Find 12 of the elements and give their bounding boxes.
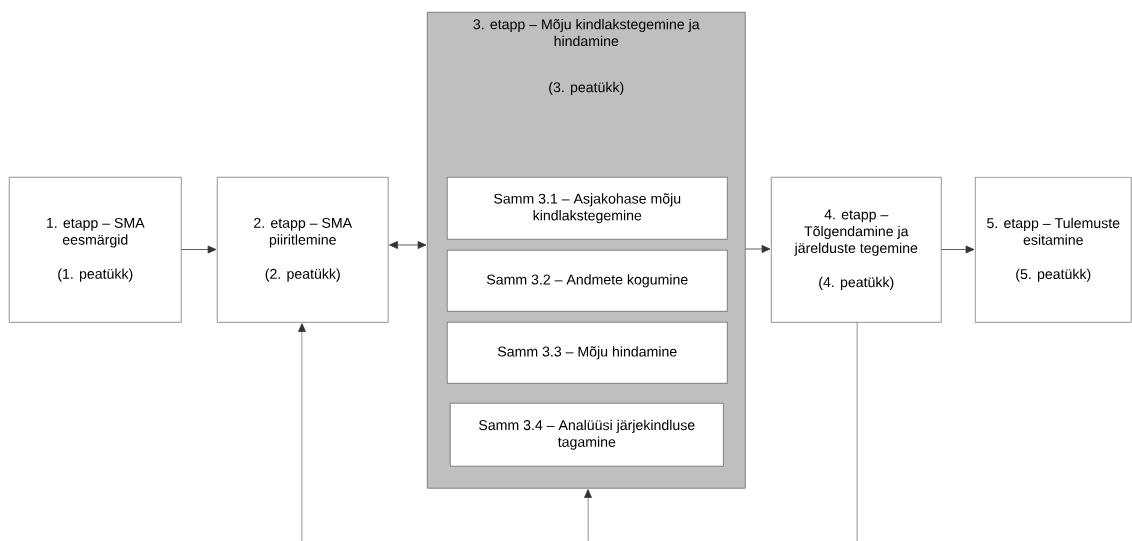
arrow: [389, 241, 427, 249]
arrow: [941, 245, 975, 254]
stage-box: 2. etapp – SMA piiritlemine (2. peatükk): [217, 177, 389, 323]
stage-box: 5. etapp – Tulemuste esitamine (5. peatükk): [975, 177, 1132, 323]
step-box: Samm 3.4 – Analüüsi järjekindluse tagamine: [450, 403, 724, 467]
step-box: Samm 3.3 – Mõju hindamine: [447, 322, 728, 384]
arrow: [745, 245, 771, 253]
stage-box: 1. etapp – SMA eesmärgid (1. peatükk): [9, 177, 182, 323]
stage-box: 4. etapp – Tõlgendamine ja järelduste tegemine (4. peatükk): [771, 177, 942, 323]
step-box: Samm 3.2 – Andmete kogumine: [447, 250, 728, 312]
step-box: Samm 3.1 – Asjakohase mõju kindlakstegemine: [447, 177, 728, 240]
arrow: [181, 245, 217, 254]
